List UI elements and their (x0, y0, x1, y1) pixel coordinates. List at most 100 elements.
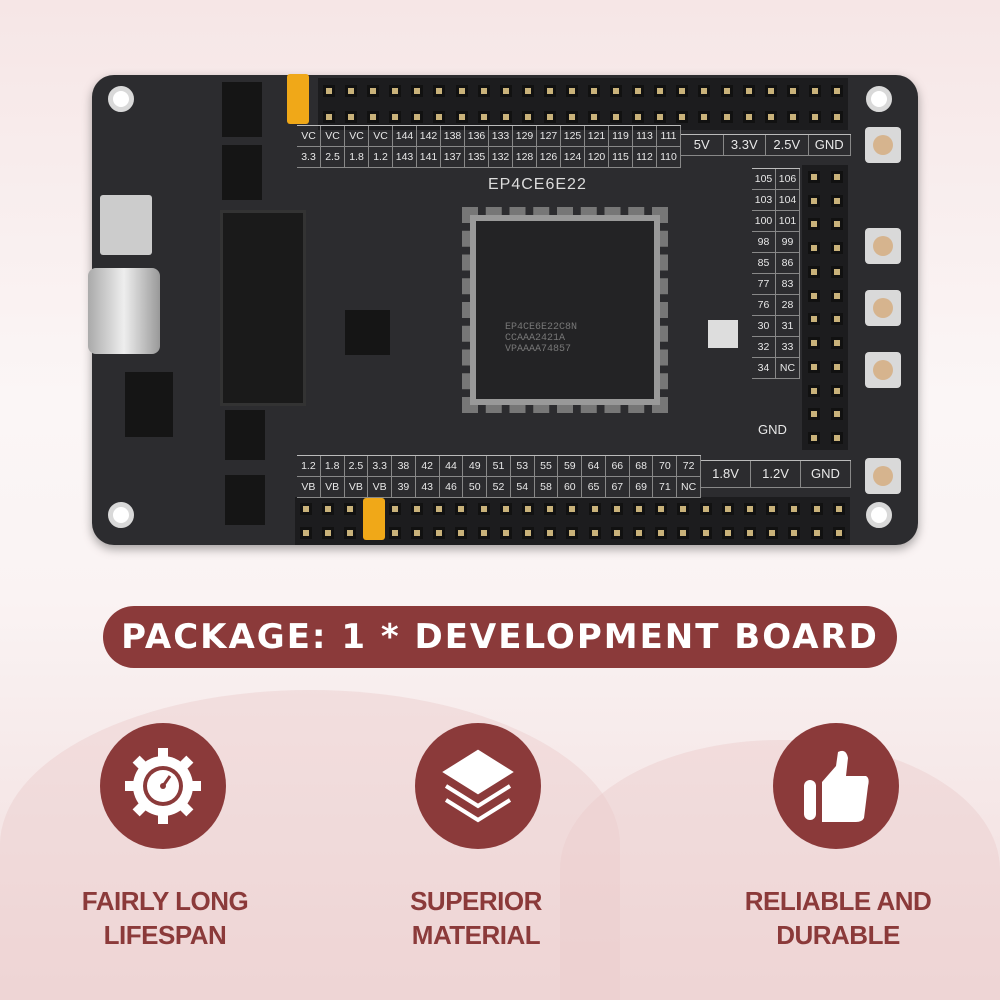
silkscreen-label: 60 (558, 477, 583, 498)
silkscreen-label: 50 (463, 477, 488, 498)
silkscreen-label: 1.2 (369, 147, 393, 168)
header-pin (636, 530, 643, 536)
header-pin (835, 530, 842, 536)
silkscreen-label: 115 (609, 147, 633, 168)
header-pin (791, 530, 798, 536)
header-pin (810, 316, 817, 323)
silkscreen-label: NC (677, 477, 701, 498)
header-pin (680, 506, 687, 512)
header-pin (547, 506, 554, 512)
silkscreen-label: 141 (417, 147, 441, 168)
header-pin (568, 88, 575, 94)
header-pin (833, 316, 840, 323)
header-pin (810, 363, 817, 370)
silkscreen-label: 77 (752, 274, 776, 295)
header-pin (701, 114, 708, 120)
silkscreen-label: 55 (534, 456, 559, 477)
silkscreen-label: 30 (752, 316, 776, 337)
silkscreen-label: 1.2V (751, 461, 801, 488)
jumper (363, 498, 385, 540)
header-pin (502, 114, 509, 120)
package-banner: PACKAGE: 1 * DEVELOPMENT BOARD (103, 606, 897, 668)
silkscreen-label: 129 (513, 126, 537, 147)
header-pin (747, 506, 754, 512)
header-pin (525, 506, 532, 512)
mount-hole (108, 502, 134, 528)
silkscreen-label: VC (321, 126, 345, 147)
regulator (225, 410, 265, 460)
right-pin-header (802, 165, 848, 450)
header-pin (724, 506, 731, 512)
header-pin (702, 506, 709, 512)
header-pin (326, 88, 333, 94)
silkscreen-label: VC (345, 126, 369, 147)
header-pin (810, 197, 817, 204)
header-pin (480, 530, 487, 536)
header-pin (635, 114, 642, 120)
silkscreen-label: GND (808, 135, 851, 156)
header-pin (833, 340, 840, 347)
header-pin (833, 173, 840, 180)
header-pin (591, 88, 598, 94)
chip-marking: EP4CE6E22C8N CCAAA2421A VPAAAA74857 (505, 322, 578, 355)
header-pin (303, 530, 310, 536)
header-pin (810, 221, 817, 228)
header-pin (414, 88, 421, 94)
usb-c-port (88, 268, 160, 354)
gear-gauge-icon (123, 746, 203, 826)
silkscreen-label: 106 (776, 169, 800, 190)
mount-hole (866, 86, 892, 112)
header-pin (524, 88, 531, 94)
header-pin (724, 530, 731, 536)
silkscreen-label: 110 (657, 147, 681, 168)
header-pin (635, 88, 642, 94)
crystal (708, 320, 738, 348)
silkscreen-label: 3.3 (297, 147, 321, 168)
silkscreen-label: 98 (752, 232, 776, 253)
silkscreen-label: 38 (392, 456, 416, 477)
silkscreen-label: 124 (561, 147, 585, 168)
silkscreen-label: 111 (657, 126, 681, 147)
header-pin (546, 88, 553, 94)
silkscreen-label: 133 (489, 126, 513, 147)
top-pin-header (318, 78, 848, 130)
silkscreen-label: 58 (534, 477, 559, 498)
regulator (222, 145, 262, 200)
header-pin (414, 530, 421, 536)
header-pin (789, 88, 796, 94)
header-pin (833, 245, 840, 252)
silkscreen-label: 137 (441, 147, 465, 168)
header-pin (613, 530, 620, 536)
header-pin (745, 88, 752, 94)
header-pin (525, 530, 532, 536)
header-pin (680, 530, 687, 536)
header-pin (833, 292, 840, 299)
silkscreen-label: 70 (653, 456, 678, 477)
header-pin (769, 506, 776, 512)
header-pin (436, 506, 443, 512)
header-pin (810, 292, 817, 299)
silkscreen-label: 28 (776, 295, 800, 316)
header-pin (303, 506, 310, 512)
header-pin (392, 114, 399, 120)
silkscreen-label: 42 (415, 456, 440, 477)
header-pin (833, 197, 840, 204)
header-pin (810, 435, 817, 442)
silkscreen-label: 76 (752, 295, 776, 316)
header-pin (701, 88, 708, 94)
silkscreen-label: 100 (752, 211, 776, 232)
silkscreen-label: 127 (537, 126, 561, 147)
push-button (865, 352, 901, 388)
header-pin (458, 506, 465, 512)
silkscreen-label: 85 (752, 253, 776, 274)
header-pin (569, 530, 576, 536)
header-pin (723, 88, 730, 94)
header-pin (458, 114, 465, 120)
header-pin (810, 268, 817, 275)
header-pin (658, 530, 665, 536)
header-pin (591, 114, 598, 120)
header-pin (480, 114, 487, 120)
feature-icon-circle (415, 723, 541, 849)
silkscreen-label: VB (320, 477, 345, 498)
